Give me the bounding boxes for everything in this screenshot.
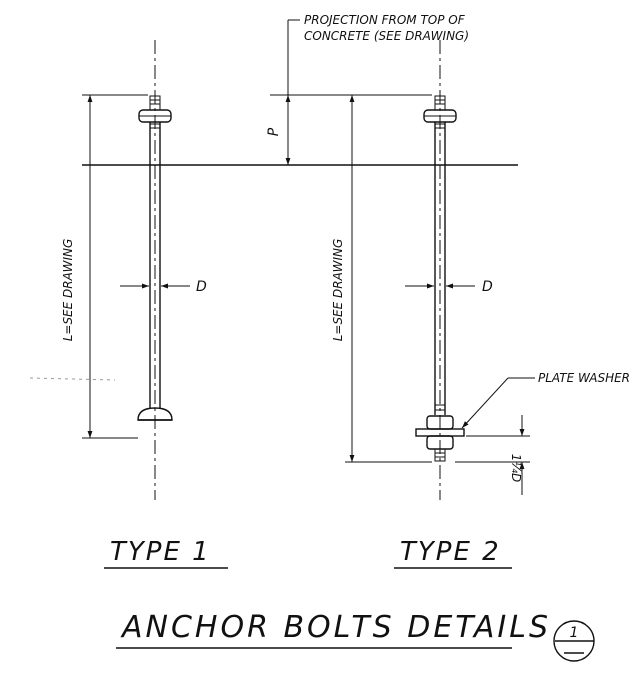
type2-length-label: L=SEE DRAWING	[331, 239, 345, 342]
type2-diameter-label: D	[482, 279, 493, 295]
type1-bolt	[137, 40, 173, 500]
plate-washer-leader	[461, 377, 535, 429]
type2-bolt	[415, 40, 465, 500]
projection-dimension	[270, 19, 355, 165]
detail-bubble	[553, 620, 595, 662]
projection-note-line1: PROJECTION FROM TOP OF	[304, 13, 466, 27]
extension-label: 1¼D	[509, 454, 523, 483]
detail-number: 1	[570, 625, 579, 641]
type1-length-label: L=SEE DRAWING	[61, 239, 75, 342]
projection-note-line2: CONCRETE (SEE DRAWING)	[304, 29, 469, 43]
projection-label: P	[266, 127, 282, 136]
type2-label: TYPE 2	[400, 537, 501, 567]
drawing-title: ANCHOR BOLTS DETAILS	[120, 610, 551, 645]
extension-dimension	[455, 415, 530, 495]
scan-artifact	[29, 377, 116, 381]
type1-diameter-label: D	[196, 279, 207, 295]
type1-length-dimension	[82, 94, 148, 439]
plate-washer-label: PLATE WASHER	[538, 371, 630, 385]
type2-length-dimension	[345, 94, 432, 463]
type1-label: TYPE 1	[110, 537, 211, 567]
